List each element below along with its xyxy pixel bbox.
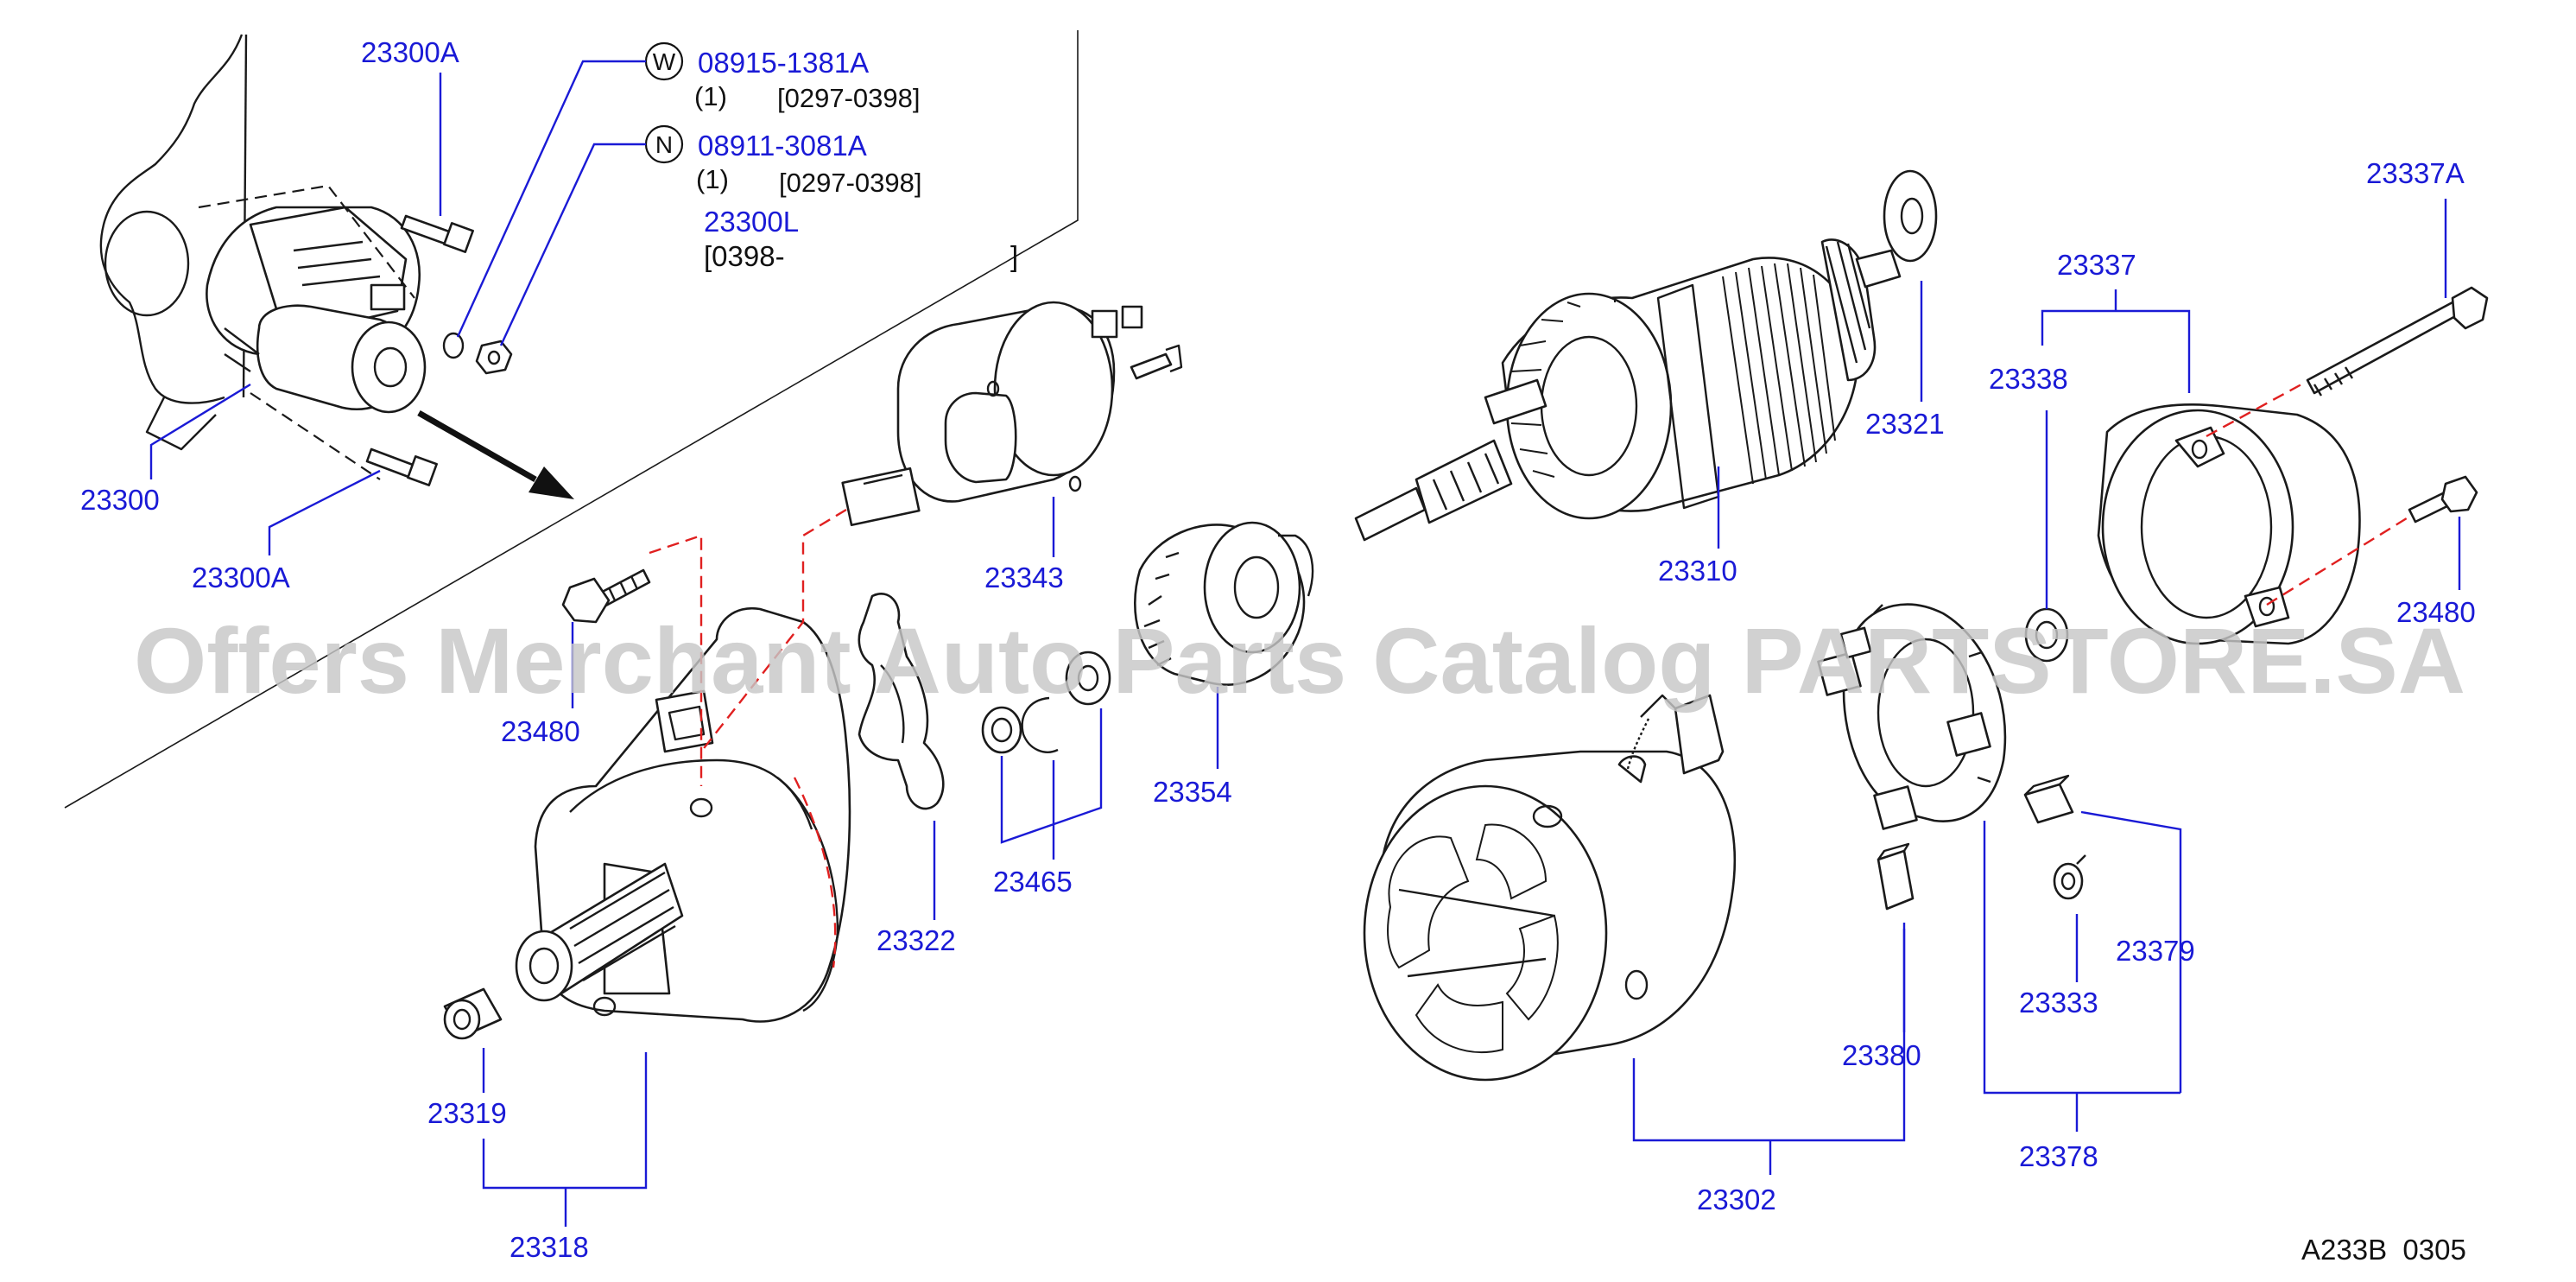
note-washer-08915: W 08915-1381A (1) [0297-0398] (456, 41, 920, 338)
label-23322: 23322 (877, 924, 956, 956)
l-range-close: ] (1010, 240, 1018, 272)
label-23318: 23318 (510, 1231, 589, 1263)
label-23310: 23310 (1658, 555, 1737, 587)
bolt-23480-left (561, 568, 651, 624)
n-date-range: [0297-0398] (779, 168, 921, 198)
inset-dash-upper (198, 184, 415, 299)
label-23380: 23380 (1842, 1039, 1921, 1071)
label-23333: 23333 (2019, 987, 2098, 1019)
label-23302: 23302 (1697, 1184, 1776, 1215)
bush-23319 (443, 987, 503, 1040)
label-23379: 23379 (2116, 935, 2195, 967)
label-23480-left: 23480 (501, 715, 580, 747)
label-23321: 23321 (1865, 408, 1945, 440)
pinion-clutch-23354 (1134, 521, 1314, 686)
shift-lever-23322 (858, 593, 945, 810)
snap-ring (1021, 696, 1059, 753)
l-range-open: [0398- (704, 240, 785, 272)
label-23300L: 23300L (704, 206, 799, 238)
bolt-23300A-lower (365, 447, 438, 486)
brush-23380 (1877, 842, 1915, 911)
ring-2 (1065, 651, 1111, 706)
n-quantity: (1) (696, 164, 729, 194)
cover-red-dash-bottom (2266, 512, 2415, 606)
label-23354: 23354 (1153, 776, 1232, 808)
bushing-cover (2024, 607, 2069, 663)
w-date-range: [0297-0398] (777, 83, 920, 113)
screw-23480-right (2408, 475, 2478, 524)
washer-08915 (442, 332, 465, 359)
label-23300A-top: 23300A (361, 36, 459, 68)
n-symbol: N (655, 131, 673, 158)
label-23378: 23378 (2019, 1140, 2098, 1172)
inset-dash-lower (250, 392, 381, 480)
stop-ring-set-23465 (981, 651, 1111, 754)
brush-23379 (2023, 774, 2074, 824)
spring-23333 (2053, 854, 2086, 900)
solenoid-23343 (841, 301, 1183, 527)
label-23338: 23338 (1989, 363, 2068, 395)
watermark-text: Offers Merchant Auto Parts Catalog PARTS… (134, 608, 2465, 713)
through-bolt-23337A (2306, 286, 2489, 397)
section-divider-line (64, 30, 1079, 809)
housing-red-dash-seam (793, 777, 837, 968)
label-23319: 23319 (427, 1097, 507, 1129)
label-23480-right: 23480 (2396, 596, 2476, 628)
label-08915-1381A: 08915-1381A (698, 47, 869, 79)
nut-08911 (475, 340, 513, 375)
yoke-23302 (1363, 694, 1737, 1082)
gear-housing-23318 (515, 606, 851, 1023)
brush-holder-23378 (1817, 603, 2007, 830)
direction-arrow (417, 409, 574, 499)
dash-solenoid-to-housing (700, 508, 847, 752)
label-23343: 23343 (984, 562, 1064, 593)
note-nut-08911: N 08911-3081A (1) [0297-0398] (499, 124, 921, 346)
label-23300: 23300 (80, 484, 160, 516)
w-symbol: W (653, 48, 676, 75)
rear-cover-23338 (2097, 403, 2361, 645)
inset-engine-assembly (99, 34, 427, 451)
diagram-code: A233B 0305 (2301, 1234, 2466, 1266)
label-23465: 23465 (993, 866, 1073, 898)
label-23337: 23337 (2057, 249, 2136, 281)
washer-23321 (1883, 169, 1938, 263)
label-08911-3081A: 08911-3081A (698, 130, 867, 162)
ring-1 (981, 706, 1022, 754)
w-quantity: (1) (694, 81, 727, 111)
armature-23310 (1354, 238, 1902, 542)
label-23300A-bottom: 23300A (192, 562, 290, 593)
label-23337A: 23337A (2366, 157, 2465, 189)
bolt-23300A-upper (400, 214, 474, 253)
